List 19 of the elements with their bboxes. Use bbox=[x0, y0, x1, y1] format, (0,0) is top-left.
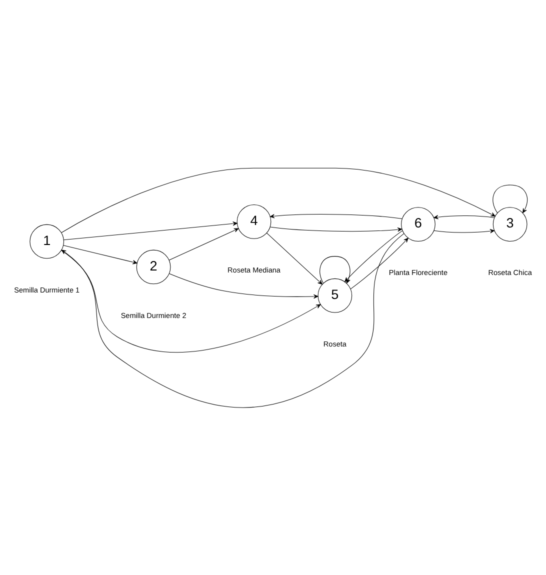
node-circle: 4 bbox=[236, 204, 272, 238]
arrow bbox=[350, 237, 408, 289]
arrow bbox=[61, 232, 404, 408]
arrow bbox=[270, 214, 402, 218]
arrow bbox=[63, 244, 138, 264]
arrow bbox=[61, 250, 321, 352]
arrow bbox=[266, 232, 322, 284]
arrow bbox=[61, 167, 496, 232]
node-circle: 2 bbox=[136, 249, 171, 284]
node-circle: 6 bbox=[401, 206, 436, 241]
arrow bbox=[344, 230, 403, 282]
arrow bbox=[168, 272, 318, 298]
arrow bbox=[270, 226, 402, 232]
arrow bbox=[434, 214, 495, 219]
arrow bbox=[434, 228, 495, 233]
arrow bbox=[492, 184, 528, 213]
node-circle: 1 bbox=[30, 224, 64, 258]
arrow bbox=[63, 221, 238, 240]
arrow bbox=[168, 228, 239, 260]
